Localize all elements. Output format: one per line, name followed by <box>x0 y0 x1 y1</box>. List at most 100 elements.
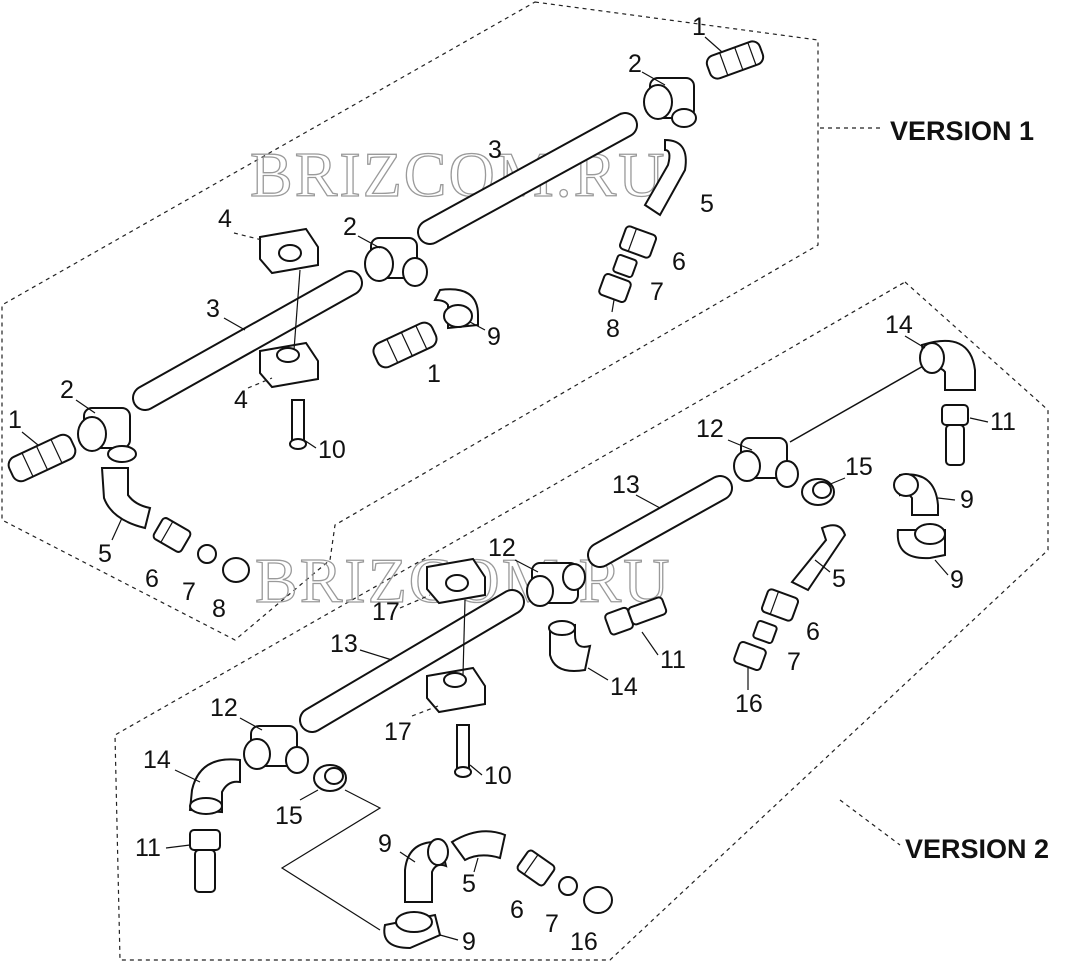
version2-boundary <box>114 281 1049 961</box>
callout-label: 13 <box>612 471 640 499</box>
elbow-part <box>893 473 939 516</box>
connection-line <box>789 364 926 443</box>
callout-label: 12 <box>488 534 516 562</box>
connection-line <box>280 789 382 931</box>
tee-fitting-part <box>77 407 137 463</box>
version1-callouts: 1 2 3 5 6 7 8 4 2 9 3 1 4 2 1 10 5 6 7 8 <box>8 13 723 623</box>
callout-label: 2 <box>343 213 357 241</box>
callout-label: 9 <box>950 566 964 594</box>
callout-label: 14 <box>610 673 638 701</box>
hose-adapter-part <box>941 404 969 466</box>
elbow-part <box>450 830 507 862</box>
hose-adapter-part <box>189 829 221 893</box>
hose-barb-part <box>7 433 77 483</box>
tee-fitting-part <box>364 237 428 287</box>
version-1-label: VERSION 1 <box>890 116 1034 146</box>
callout-label: 13 <box>330 630 358 658</box>
callout-label: 9 <box>462 928 476 956</box>
callout-label: 7 <box>182 578 196 606</box>
clamp-alignment-line <box>293 269 301 351</box>
callout-label: 15 <box>275 802 303 830</box>
callout-label: 16 <box>735 690 763 718</box>
callout-label: 14 <box>885 311 913 339</box>
tee-fitting-part <box>526 562 586 607</box>
bushing-part <box>801 478 835 506</box>
callout-label: 6 <box>510 896 524 924</box>
street-elbow-part <box>548 620 592 672</box>
callout-label: 5 <box>98 540 112 568</box>
callout-label: 9 <box>960 486 974 514</box>
callout-label: 11 <box>135 834 161 862</box>
callout-label: 17 <box>372 598 400 626</box>
ferrule-part <box>197 544 217 564</box>
callout-label: 6 <box>145 565 159 593</box>
pipe-clamp-part <box>259 341 319 389</box>
tee-fitting-part <box>643 77 697 128</box>
hose-barb-part <box>705 40 765 80</box>
bushing-part <box>313 764 347 792</box>
callout-label: 5 <box>832 565 846 593</box>
elbow-part <box>896 523 946 560</box>
hose-adapter-part <box>604 596 668 636</box>
callout-label: 1 <box>427 360 441 388</box>
pipe-part-inner <box>589 477 731 566</box>
pipe-part-inner <box>301 591 523 731</box>
elbow-part <box>404 838 449 903</box>
nut-part <box>222 557 250 583</box>
pipe-part-inner <box>134 272 361 409</box>
callout-label: 1 <box>692 13 706 41</box>
version2-connector <box>839 799 901 846</box>
callout-label: 2 <box>60 376 74 404</box>
clamp-alignment-line <box>462 599 466 676</box>
elbow-part <box>100 467 152 530</box>
pipe-part-inner <box>419 114 636 243</box>
callout-label: 5 <box>462 870 476 898</box>
ferrule-part <box>612 253 638 279</box>
callout-label: 14 <box>143 746 171 774</box>
nipple-part <box>618 225 658 259</box>
elbow-part <box>643 138 687 217</box>
callout-label: 6 <box>806 618 820 646</box>
callout-label: 8 <box>606 315 620 343</box>
nut-part <box>598 273 632 303</box>
callout-label: 17 <box>384 718 412 746</box>
callout-label: 4 <box>218 205 232 233</box>
callout-label: 10 <box>318 436 346 464</box>
callout-label: 15 <box>845 453 873 481</box>
version2-parts <box>188 340 976 950</box>
callout-label: 16 <box>570 928 598 956</box>
callout-label: 10 <box>484 762 512 790</box>
hose-barb-part <box>372 321 438 369</box>
callout-label: 1 <box>8 406 22 434</box>
callout-label: 8 <box>212 595 226 623</box>
callout-label: 7 <box>545 910 559 938</box>
tee-fitting-part <box>733 437 799 488</box>
elbow-part <box>383 911 442 950</box>
callout-label: 3 <box>488 136 502 164</box>
bolt-part <box>289 399 307 450</box>
version1-boundary <box>1 1 819 641</box>
nipple-part <box>516 849 556 887</box>
nipple-part <box>760 588 800 622</box>
ferrule-part <box>558 876 578 896</box>
version-2-label: VERSION 2 <box>905 834 1049 864</box>
callout-label: 11 <box>990 408 1016 436</box>
callout-label: 2 <box>628 50 642 78</box>
nipple-part <box>152 517 192 553</box>
nut-part <box>733 641 767 671</box>
street-elbow-part <box>188 758 241 815</box>
callout-label: 4 <box>234 386 248 414</box>
ferrule-part <box>752 619 778 645</box>
elbow-part <box>790 524 847 592</box>
callout-label: 7 <box>787 648 801 676</box>
callout-label: 12 <box>210 694 238 722</box>
version2-callouts: 14 11 12 15 9 13 5 9 12 6 17 11 7 13 14 … <box>135 311 1016 956</box>
elbow-part <box>433 288 479 330</box>
callout-label: 12 <box>696 415 724 443</box>
street-elbow-part <box>919 340 976 391</box>
callout-label: 11 <box>660 646 686 674</box>
bolt-part <box>454 724 472 778</box>
callout-label: 6 <box>672 248 686 276</box>
callout-label: 9 <box>378 830 392 858</box>
